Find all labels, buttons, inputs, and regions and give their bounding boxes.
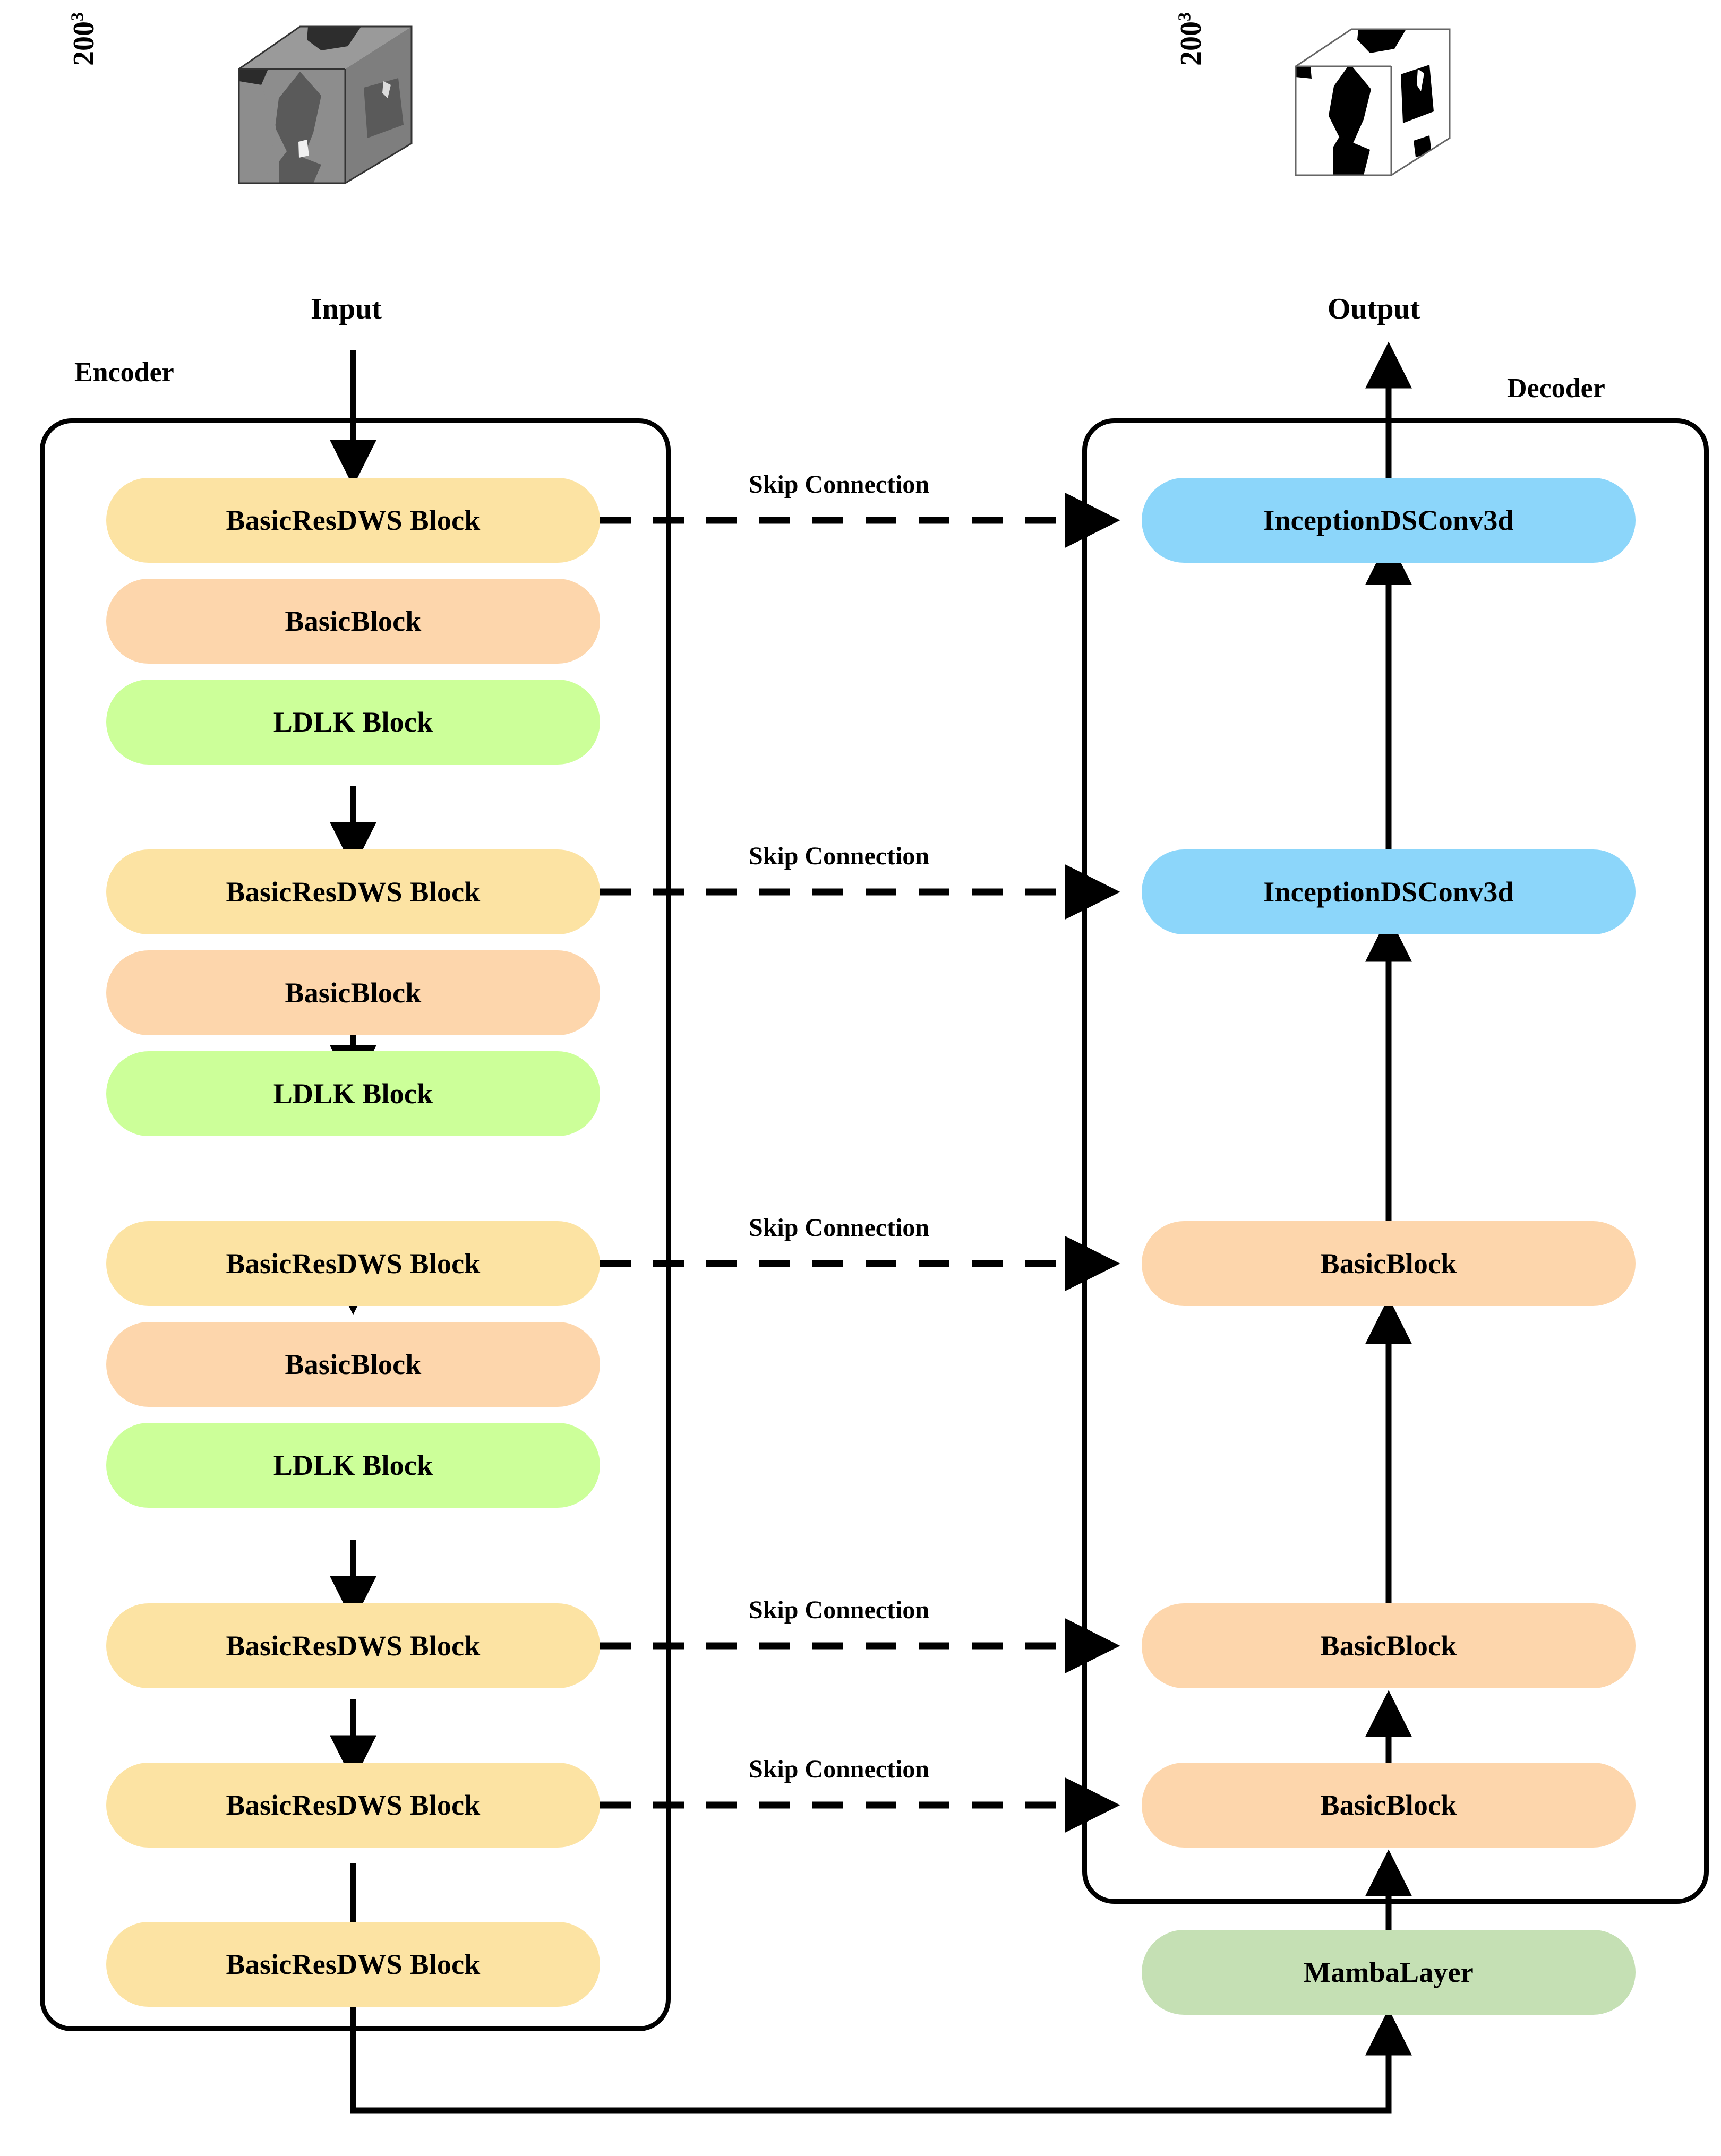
encoder-block-basicresdws-1[interactable]: BasicResDWS Block [106,478,600,563]
decoder-block-basicblock-2[interactable]: BasicBlock [1142,1603,1636,1688]
encoder-label: Encoder [74,357,174,388]
decoder-block-inceptiondsconv3d-1[interactable]: InceptionDSConv3d [1142,478,1636,563]
skip-connection-label-1: Skip Connection [749,470,930,499]
skip-connection-label-5: Skip Connection [749,1755,930,1783]
output-segmentation-cube-icon [1295,28,1451,176]
encoder-block-basicblock-1[interactable]: BasicBlock [106,579,600,664]
input-dimension-label: 2003 [67,12,100,66]
encoder-container [40,418,671,2031]
output-dimension-label: 2003 [1175,12,1208,66]
skip-connection-label-4: Skip Connection [749,1596,930,1624]
input-label: Input [311,293,382,325]
decoder-block-inceptiondsconv3d-2[interactable]: InceptionDSConv3d [1142,849,1636,934]
encoder-block-ldlk-2[interactable]: LDLK Block [106,1051,600,1136]
encoder-block-ldlk-3[interactable]: LDLK Block [106,1423,600,1508]
encoder-block-basicresdws-2[interactable]: BasicResDWS Block [106,849,600,934]
encoder-block-basicresdws-5[interactable]: BasicResDWS Block [106,1763,600,1848]
output-label: Output [1328,293,1420,325]
decoder-block-basicblock-1[interactable]: BasicBlock [1142,1221,1636,1306]
skip-connection-label-2: Skip Connection [749,842,930,870]
bottleneck-mambalayer[interactable]: MambaLayer [1142,1930,1636,2015]
decoder-label: Decoder [1507,373,1605,403]
encoder-block-basicblock-2[interactable]: BasicBlock [106,950,600,1035]
encoder-block-ldlk-1[interactable]: LDLK Block [106,680,600,765]
decoder-container [1082,418,1709,1904]
decoder-block-basicblock-3[interactable]: BasicBlock [1142,1763,1636,1848]
skip-connection-label-3: Skip Connection [749,1214,930,1242]
encoder-block-basicresdws-3[interactable]: BasicResDWS Block [106,1221,600,1306]
encoder-block-basicresdws-6[interactable]: BasicResDWS Block [106,1922,600,2007]
encoder-block-basicresdws-4[interactable]: BasicResDWS Block [106,1603,600,1688]
input-volume-cube-icon [238,25,413,184]
encoder-block-basicblock-3[interactable]: BasicBlock [106,1322,600,1407]
